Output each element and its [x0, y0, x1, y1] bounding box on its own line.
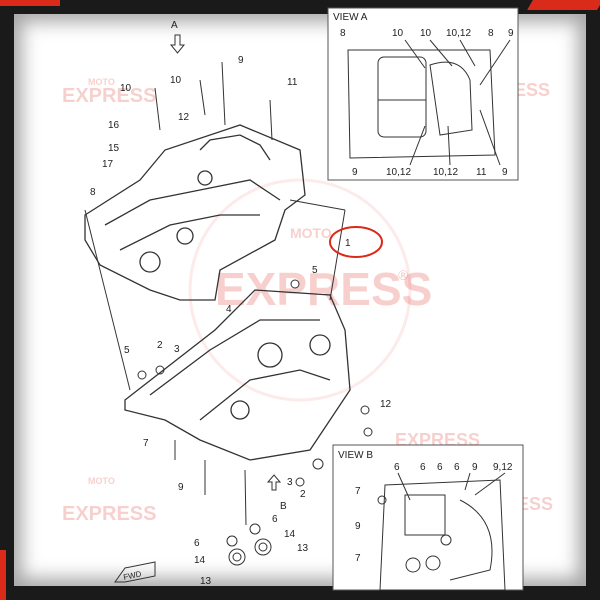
callout-label: 11 — [287, 77, 298, 88]
callout-label: 14 — [194, 555, 206, 566]
label-part-1: 1 — [345, 238, 351, 249]
callout-label: 10 — [120, 83, 132, 94]
callout-label: 12 — [380, 399, 392, 410]
callout-label: MOTO — [290, 225, 332, 241]
callout-label: 9,12 — [493, 462, 513, 473]
callout-label: 11 — [476, 167, 487, 178]
callout-label: 2 — [300, 489, 306, 500]
callout-label: 10 — [420, 28, 432, 39]
callout-label: FWD — [123, 569, 143, 582]
callout-label: 6 — [272, 514, 278, 525]
callout-label: 6 — [194, 538, 200, 549]
callout-label: 9 — [355, 521, 361, 532]
callout-label: 9 — [508, 28, 514, 39]
callout-label: 7 — [355, 553, 361, 564]
callout-label: 5 — [312, 265, 318, 276]
callout-label: VIEW A — [333, 12, 368, 23]
callout-label: VIEW B — [338, 450, 373, 461]
callout-label: 10 — [170, 75, 182, 86]
lower-crankcase — [124, 289, 351, 461]
callout-label: 8 — [340, 28, 346, 39]
callout-label: 9 — [352, 167, 358, 178]
callout-label: 9 — [472, 462, 478, 473]
callout-label: MOTO — [88, 476, 115, 486]
callout-label: 6 — [454, 462, 460, 473]
callout-label: 7 — [355, 486, 361, 497]
arrow-b-label: B — [280, 501, 287, 512]
callout-label: 17 — [102, 159, 114, 170]
callout-label: EXPRESS — [215, 263, 432, 315]
callout-label: 4 — [226, 304, 232, 315]
callout-label: 6 — [420, 462, 426, 473]
callout-label: 13 — [200, 576, 212, 587]
corner-accent — [0, 0, 60, 6]
callout-label: 3 — [287, 477, 293, 488]
callout-label: 6 — [394, 462, 400, 473]
callout-label: ® — [398, 267, 409, 283]
callout-label: EXPRESS — [62, 85, 156, 107]
fasteners — [84, 61, 373, 566]
callout-label: 7 — [143, 438, 149, 449]
callout-label: 9 — [238, 55, 244, 66]
callout-label: 10,12 — [446, 28, 471, 39]
callout-label: 12 — [178, 112, 190, 123]
callout-labels: 1 9 10 10 11 12 16 15 17 8 5 4 5 2 3 12 … — [90, 20, 392, 587]
highlight-circle — [329, 226, 383, 258]
callout-label: 9 — [502, 167, 508, 178]
callout-label: 10 — [392, 28, 404, 39]
upper-crankcase — [84, 124, 306, 301]
callout-label: 8 — [90, 187, 96, 198]
callout-label: 9 — [178, 482, 184, 493]
callout-label: 2 — [157, 340, 163, 351]
view-b-inset: VIEW B 6 6 6 6 9 9,12 7 9 7 — [332, 444, 524, 591]
callout-label: 14 — [284, 529, 296, 540]
callout-label: 16 — [108, 120, 120, 131]
fwd-arrow-icon: FWD — [114, 561, 156, 583]
arrow-a-icon — [169, 34, 186, 54]
callout-label: 8 — [488, 28, 494, 39]
view-a-inset: VIEW A 8 10 10 10,12 8 9 9 10,12 10,12 1… — [327, 7, 519, 181]
callout-label: 3 — [174, 344, 180, 355]
arrow-a-label: A — [171, 20, 178, 31]
callout-label: 10,12 — [433, 167, 458, 178]
callout-label: 5 — [124, 345, 130, 356]
arrow-b-icon — [266, 474, 282, 491]
callout-label: 13 — [297, 543, 309, 554]
corner-accent — [0, 550, 6, 600]
callout-label: 10,12 — [386, 167, 411, 178]
callout-label: 6 — [437, 462, 443, 473]
callout-label: MOTO — [88, 77, 115, 87]
callout-label: 15 — [108, 143, 120, 154]
callout-label: EXPRESS — [62, 503, 156, 525]
